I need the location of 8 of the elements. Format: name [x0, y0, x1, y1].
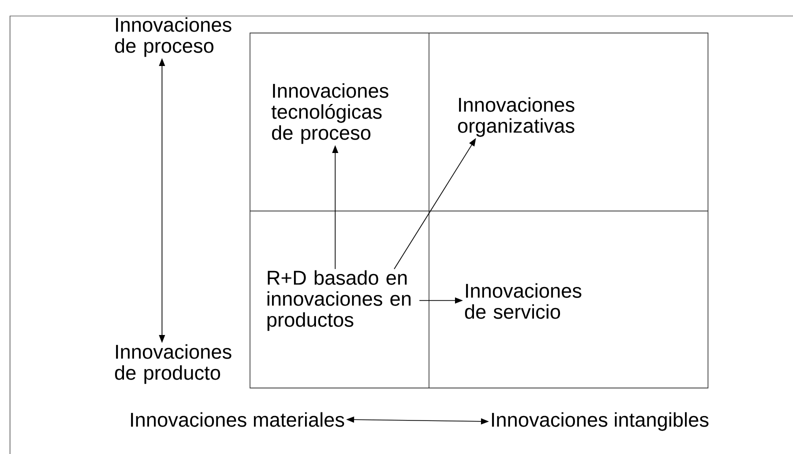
node-label: Innovaciones de servicio [465, 283, 582, 319]
node-label: Innovaciones materiales [131, 412, 344, 427]
node-label: Innovaciones organizativas [458, 97, 574, 137]
node-label: Innovaciones tecnológicas de proceso [272, 83, 388, 144]
node-label: R+D basado en innovaciones en productos [268, 270, 411, 331]
node-label: Innovaciones de proceso [115, 17, 232, 57]
node-label: Innovaciones intangibles [492, 412, 708, 431]
node-label: Innovaciones de producto [115, 344, 232, 384]
